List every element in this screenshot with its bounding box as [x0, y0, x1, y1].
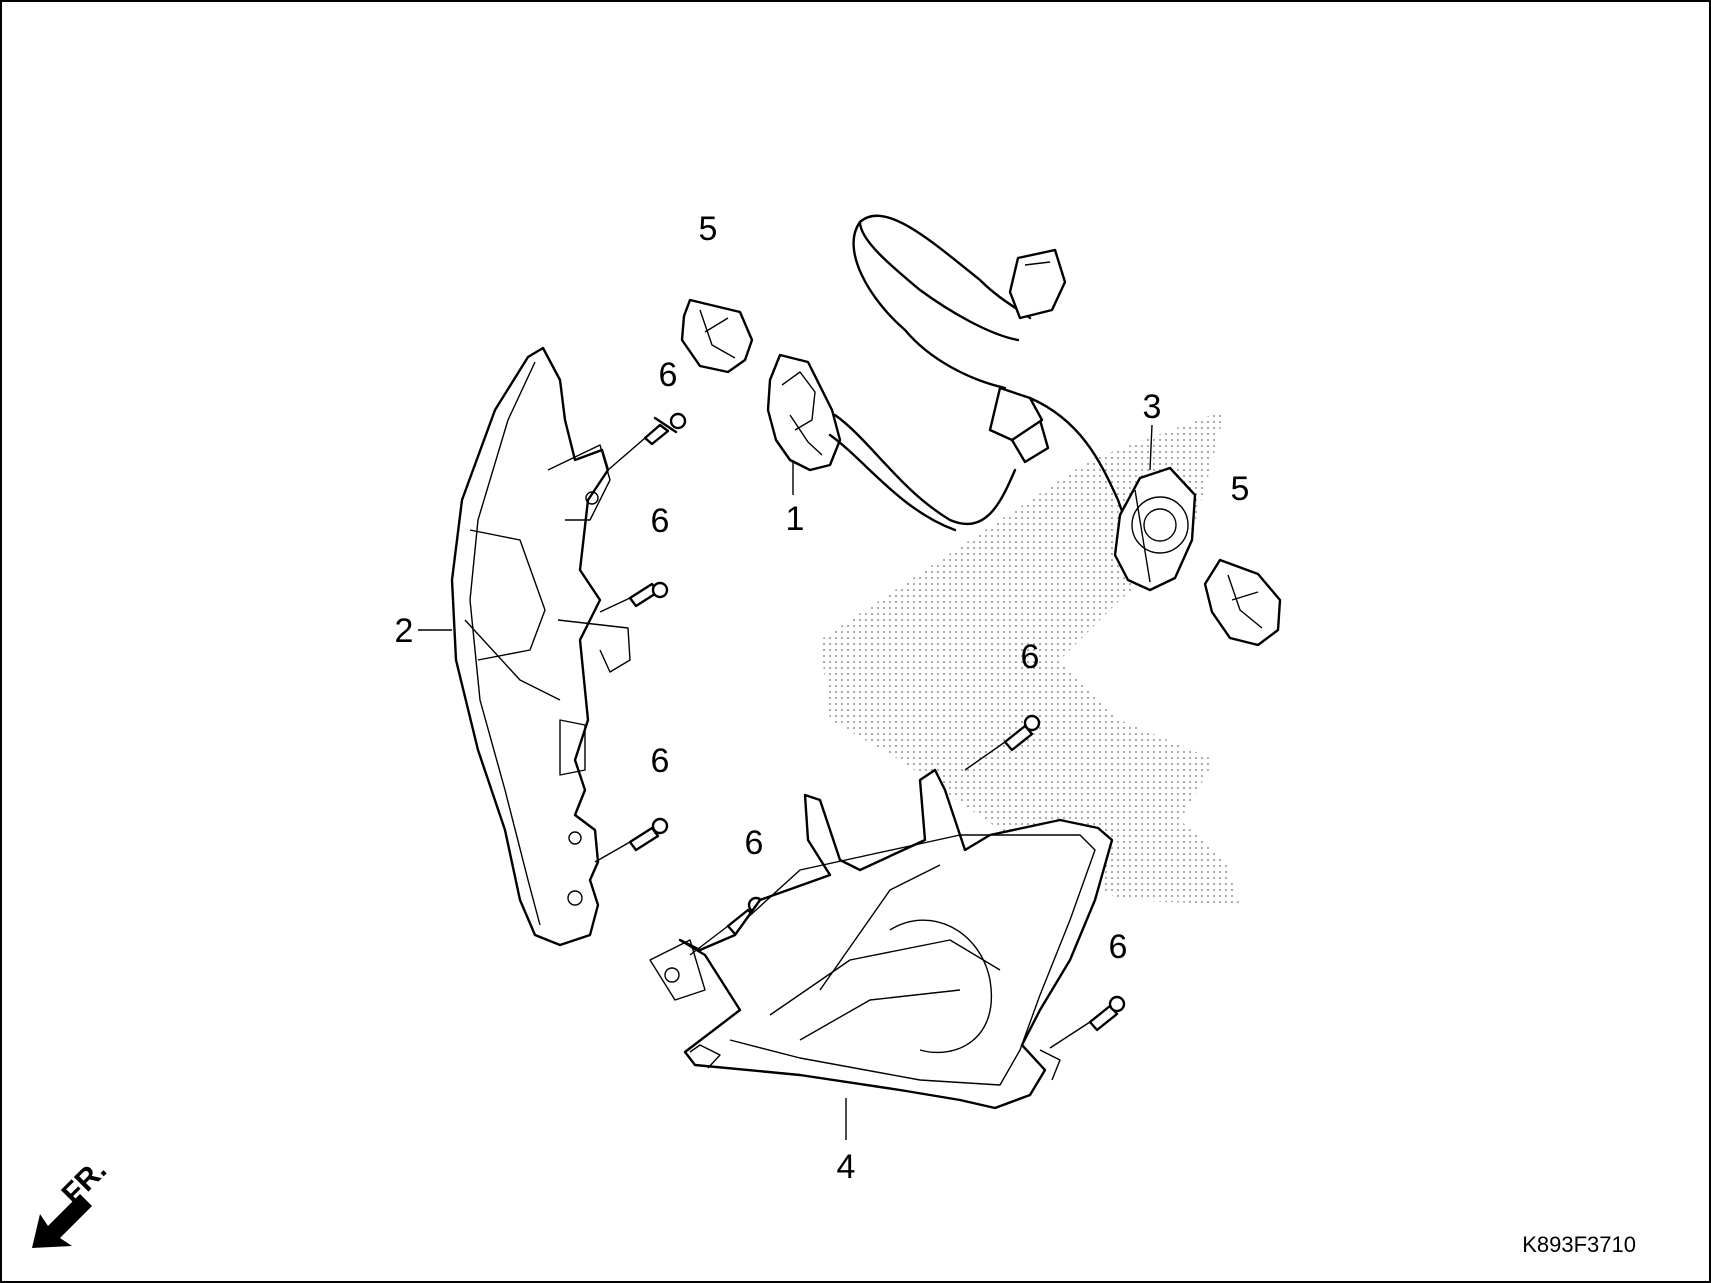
front-arrow-icon: [32, 1194, 92, 1248]
callout-6-mid-right: 6: [1021, 638, 1040, 676]
callout-6-lower-right: 6: [1109, 928, 1128, 966]
screw-6-lower-right: [1088, 995, 1126, 1032]
callout-6-lower-mid: 6: [745, 824, 764, 862]
callout-5-right: 5: [1231, 470, 1250, 508]
callout-5-upper: 5: [699, 210, 718, 248]
part-5-bulb-upper: [680, 298, 754, 374]
callout-3: 3: [1143, 388, 1162, 426]
front-label: FR.: [56, 1153, 114, 1211]
callout-6-mid-left: 6: [651, 502, 670, 540]
callout-6-upper-left: 6: [659, 356, 678, 394]
callout-leaders: [418, 424, 1153, 1140]
callout-6-low-left: 6: [651, 742, 670, 780]
callout-2: 2: [395, 612, 414, 650]
part-2-left-turn-signal: [450, 346, 631, 947]
callout-1: 1: [786, 500, 805, 538]
front-direction-indicator: FR.: [32, 1153, 113, 1248]
part-4-lower-lamp: [649, 768, 1114, 1110]
callout-labels: 1 2 3 4 5 5 6 6 6 6 6 6: [395, 210, 1250, 1186]
part-5-bulb-right: [1203, 558, 1282, 647]
callout-4: 4: [837, 1148, 856, 1186]
screw-6-low-left: [628, 817, 669, 852]
drawing-code: K893F3710: [1522, 1232, 1636, 1257]
screw-6-mid-right: [1003, 714, 1041, 752]
part-1-socket-harness: [766, 214, 1152, 562]
part-3-socket: [1113, 466, 1197, 592]
screw-6-upper-left: [643, 412, 687, 446]
screw-6-mid-left: [628, 581, 669, 608]
